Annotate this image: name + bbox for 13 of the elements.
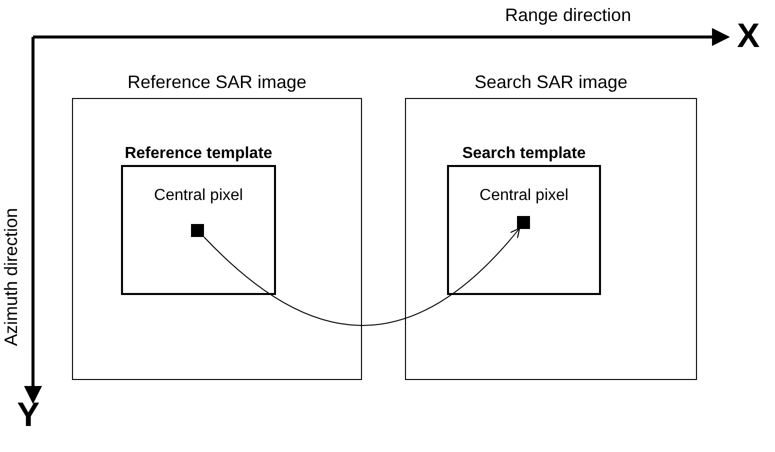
pixel-label: Central pixel <box>480 187 568 205</box>
curved-arrow <box>204 228 520 326</box>
axis-label: Range direction <box>505 6 632 24</box>
pixel-square <box>191 224 204 237</box>
axis-letter: X <box>737 19 760 53</box>
pixel-square <box>517 216 530 229</box>
pixel-label: Central pixel <box>154 187 243 205</box>
heading: Reference template <box>124 145 272 163</box>
heading: Reference SAR image <box>127 72 307 93</box>
axis-label: Azimuth direction <box>2 208 20 346</box>
heading: Search template <box>462 145 586 163</box>
heading: Search SAR image <box>474 72 628 93</box>
axis-letter: Y <box>17 398 40 432</box>
